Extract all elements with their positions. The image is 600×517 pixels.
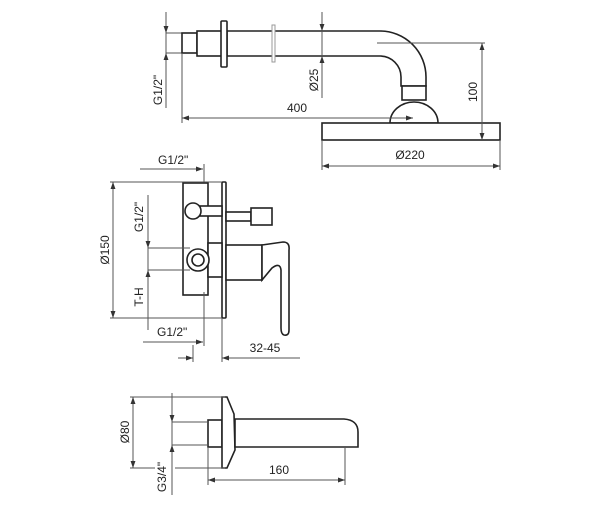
spout-nipple bbox=[207, 419, 223, 448]
th-label: T-H bbox=[132, 287, 146, 306]
drop-height-label: 100 bbox=[466, 82, 480, 102]
arm-nipple bbox=[181, 32, 198, 54]
arm-wall-flange bbox=[220, 20, 228, 68]
mixer-top-thread-label: G1/2" bbox=[158, 153, 188, 167]
pipe-diameter-label: Ø25 bbox=[307, 68, 321, 91]
spout-flange bbox=[221, 396, 236, 469]
side-inlet-bore bbox=[191, 253, 205, 267]
spout-body bbox=[234, 418, 359, 448]
mixer-bottom-thread-label: G1/2" bbox=[157, 325, 187, 339]
mixer-view: G1/2" Ø150 G1/2" T-H G1/2" bbox=[98, 153, 300, 362]
mixer-body bbox=[182, 182, 209, 296]
mixer-side-thread-label: G1/2" bbox=[132, 202, 146, 232]
arm-ring bbox=[271, 24, 276, 63]
diverter-shaft bbox=[225, 211, 252, 222]
diverter-knob bbox=[250, 207, 273, 226]
spout-thread-label: G3/4" bbox=[155, 462, 169, 492]
spout-view: Ø80 G3/4" 160 bbox=[118, 393, 359, 495]
plate-diameter-label: Ø150 bbox=[98, 235, 112, 265]
arm-thread-label: G1/2" bbox=[151, 75, 165, 105]
head-dome bbox=[389, 101, 439, 124]
arm-length-label: 400 bbox=[287, 101, 307, 115]
spout-length-label: 160 bbox=[269, 463, 289, 477]
top-outlet bbox=[184, 202, 202, 220]
arm-pipe-base bbox=[196, 30, 223, 57]
diverter-stem bbox=[199, 205, 223, 217]
head-collar bbox=[401, 85, 427, 101]
cartridge bbox=[207, 242, 223, 278]
head-diameter-label: Ø220 bbox=[395, 148, 425, 162]
depth-label: 32-45 bbox=[250, 341, 281, 355]
flange-diameter-label: Ø80 bbox=[118, 420, 132, 443]
shower-arm-view: G1/2" Ø25 400 100 Ø220 bbox=[151, 12, 501, 170]
lever-body bbox=[225, 244, 263, 281]
arm-pipe bbox=[226, 30, 427, 87]
lever-handle bbox=[261, 241, 290, 336]
shower-head bbox=[321, 122, 501, 141]
